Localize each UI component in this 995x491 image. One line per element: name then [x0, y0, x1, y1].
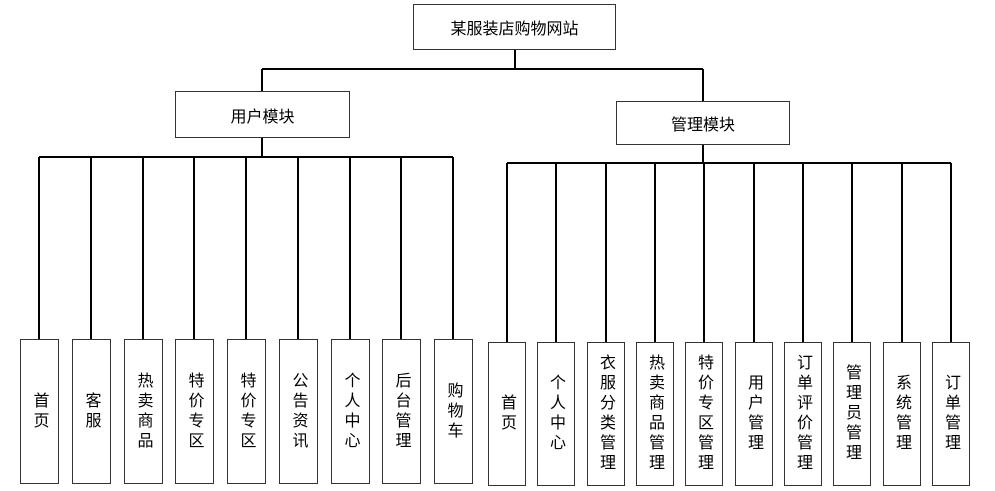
user-leaf-label: 热卖商品 — [134, 371, 154, 452]
admin-leaf-order-review: 订单评价管理 — [784, 342, 822, 486]
admin-leaf-user-management: 用户管理 — [735, 342, 773, 486]
user-leaf-hot-products: 热卖商品 — [124, 339, 163, 484]
user-module-label: 用户模块 — [230, 106, 295, 126]
admin-leaf-label: 首页 — [498, 394, 517, 434]
user-leaf-announcements: 公告资讯 — [279, 339, 318, 484]
user-leaf-backend-admin: 后台管理 — [382, 339, 421, 484]
root-node: 某服装店购物网站 — [413, 4, 616, 50]
user-leaf-shopping-cart: 购物车 — [434, 339, 473, 484]
admin-leaf-hot-products: 热卖商品管理 — [636, 342, 674, 486]
user-leaf-special-offers: 特价专区 — [175, 339, 214, 484]
admin-leaf-label: 系统管理 — [893, 374, 912, 454]
admin-module-label: 管理模块 — [670, 115, 735, 134]
admin-leaf-administrator: 管理员管理 — [833, 342, 871, 486]
user-leaf-label: 个人中心 — [341, 371, 361, 452]
user-leaf-home: 首页 — [20, 339, 59, 484]
admin-leaf-label: 订单管理 — [942, 374, 961, 454]
user-leaf-label: 客服 — [82, 391, 102, 432]
user-leaf-label: 购物车 — [444, 381, 464, 442]
user-leaf-label: 后台管理 — [392, 371, 412, 452]
admin-leaf-label: 衣服分类管理 — [597, 354, 616, 474]
user-leaf-special-offers-2: 特价专区 — [227, 339, 266, 484]
user-leaf-label: 首页 — [30, 391, 50, 432]
admin-leaf-order-management: 订单管理 — [932, 342, 970, 486]
admin-leaf-home: 首页 — [488, 342, 526, 486]
user-leaf-label: 特价专区 — [237, 371, 257, 452]
admin-leaf-label: 特价专区管理 — [695, 354, 714, 474]
admin-leaf-clothing-category: 衣服分类管理 — [587, 342, 625, 486]
admin-leaf-system-management: 系统管理 — [883, 342, 921, 486]
user-leaf-customer-service: 客服 — [72, 339, 111, 484]
admin-leaf-label: 订单评价管理 — [794, 354, 813, 474]
admin-leaf-label: 个人中心 — [547, 374, 566, 454]
admin-leaf-label: 管理员管理 — [843, 364, 862, 464]
admin-leaf-personal-center: 个人中心 — [537, 342, 575, 486]
admin-module-node: 管理模块 — [616, 101, 790, 145]
user-module-node: 用户模块 — [175, 91, 350, 138]
user-leaf-label: 公告资讯 — [289, 371, 309, 452]
admin-leaf-label: 用户管理 — [745, 374, 764, 454]
admin-leaf-special-offers: 特价专区管理 — [685, 342, 723, 486]
admin-leaf-label: 热卖商品管理 — [646, 354, 665, 474]
root-node-label: 某服装店购物网站 — [450, 19, 579, 38]
user-leaf-personal-center: 个人中心 — [331, 339, 370, 484]
user-leaf-label: 特价专区 — [185, 371, 205, 452]
